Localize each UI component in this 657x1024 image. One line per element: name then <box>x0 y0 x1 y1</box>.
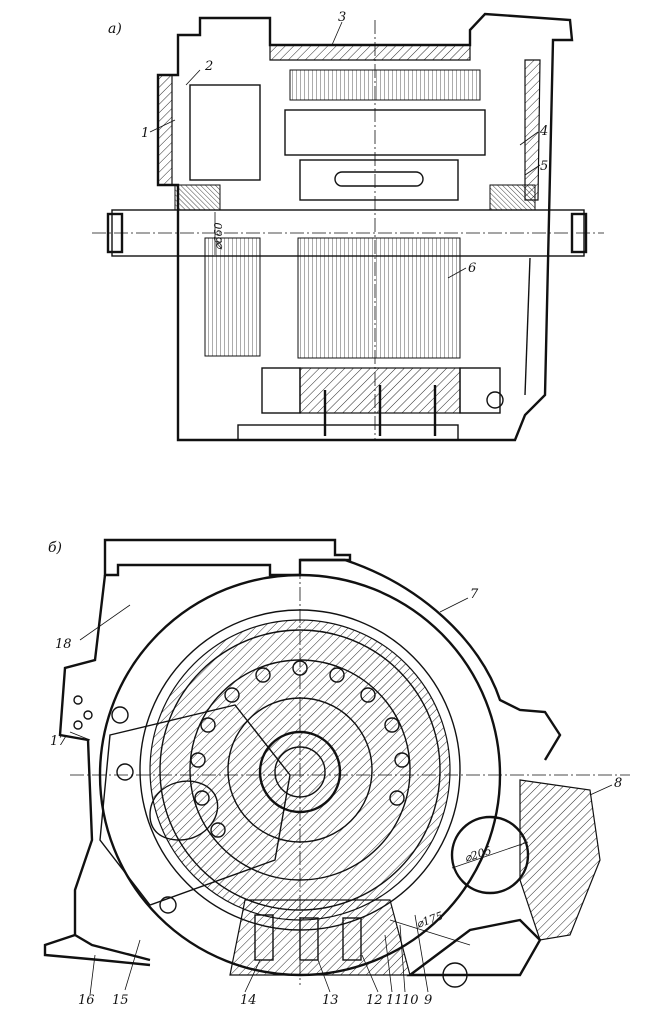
leader-11 <box>384 934 393 993</box>
label-6: 6 <box>468 261 476 276</box>
left-housing-wall <box>157 74 173 186</box>
main-pole <box>299 159 459 201</box>
lower-coil-right <box>459 367 501 414</box>
brush-gear-sector <box>229 899 411 976</box>
lifting-eye <box>442 962 468 988</box>
label-14: 14 <box>240 993 257 1008</box>
terminal-box <box>519 779 601 941</box>
dimension-arrow-175 <box>389 919 471 946</box>
yoke-top <box>269 44 471 61</box>
commutator <box>204 237 261 357</box>
inner-wall-right <box>524 257 531 396</box>
label-16: 16 <box>78 993 95 1008</box>
frame-bolt-left <box>116 763 134 781</box>
frame-hole-2 <box>83 710 93 720</box>
brush-holder-1 <box>254 914 274 961</box>
label-18: 18 <box>55 637 72 652</box>
frame-bolt-upper <box>111 706 129 724</box>
view-b-end-view: б) 7 8 9 10 11 12 13 14 15 16 17 18 ⌀205… <box>43 538 630 1008</box>
brush-holder <box>189 84 261 181</box>
bearing-left <box>174 184 221 211</box>
leader-15 <box>124 939 141 991</box>
pole-coil-top <box>289 69 481 101</box>
label-5: 5 <box>540 159 548 174</box>
label-8: 8 <box>614 776 622 791</box>
brush-holder-2 <box>299 917 319 961</box>
leader-5 <box>524 164 541 176</box>
inspection-plug <box>486 391 504 409</box>
leader-14 <box>244 959 261 993</box>
view-a-section: а) 1 2 3 4 5 6 ⌀660 <box>92 10 604 442</box>
label-15: 15 <box>112 993 129 1008</box>
dimension-line-205 <box>451 841 529 869</box>
label-17: 17 <box>50 734 67 749</box>
cover-plate <box>99 704 291 906</box>
right-housing-wall <box>524 59 541 201</box>
leader-10 <box>399 924 406 993</box>
left-frame-plate <box>58 574 151 962</box>
label-2: 2 <box>204 59 213 74</box>
leader-12 <box>361 954 379 993</box>
leader-9 <box>414 914 429 993</box>
pole-coil-mid <box>284 109 486 156</box>
label-4: 4 <box>539 124 548 139</box>
leader-17 <box>69 731 91 741</box>
leader-7 <box>439 597 469 613</box>
leader-1 <box>149 119 176 133</box>
top-box <box>103 538 352 577</box>
label-7: 7 <box>470 587 479 602</box>
base-plate <box>237 424 459 441</box>
dimension-205: ⌀205 <box>463 844 493 865</box>
bolt-holes <box>190 660 410 838</box>
outlet-205 <box>450 815 530 895</box>
leader-6 <box>447 267 467 279</box>
label-3: 3 <box>338 10 346 25</box>
caption-a: а) <box>108 21 122 37</box>
caption-b: б) <box>48 540 62 556</box>
pole-window <box>334 171 424 187</box>
label-12: 12 <box>366 993 383 1008</box>
lower-bracket-right <box>406 918 542 977</box>
bearing-right <box>489 184 536 211</box>
leader-4 <box>519 131 539 146</box>
leader-13 <box>317 959 331 993</box>
ventilation-duct <box>300 558 562 761</box>
label-1: 1 <box>141 126 149 141</box>
leader-3 <box>331 21 343 46</box>
label-10: 10 <box>402 993 419 1008</box>
cover-cutout <box>149 780 219 841</box>
frame-bolt-lower <box>159 896 177 914</box>
armature-core <box>297 237 461 359</box>
label-11: 11 <box>386 993 403 1008</box>
label-9: 9 <box>424 993 432 1008</box>
leader-16 <box>89 954 96 996</box>
brush-holder-3 <box>342 917 362 961</box>
lower-coil-left <box>261 367 301 414</box>
leader-18 <box>79 604 131 641</box>
lower-bracket-left <box>43 933 151 967</box>
leader-8 <box>589 784 613 796</box>
label-13: 13 <box>322 993 339 1008</box>
frame-hole-1 <box>73 695 83 705</box>
dimension-660: ⌀660 <box>212 222 225 250</box>
leader-2 <box>185 69 201 86</box>
frame-hole-3 <box>73 720 83 730</box>
